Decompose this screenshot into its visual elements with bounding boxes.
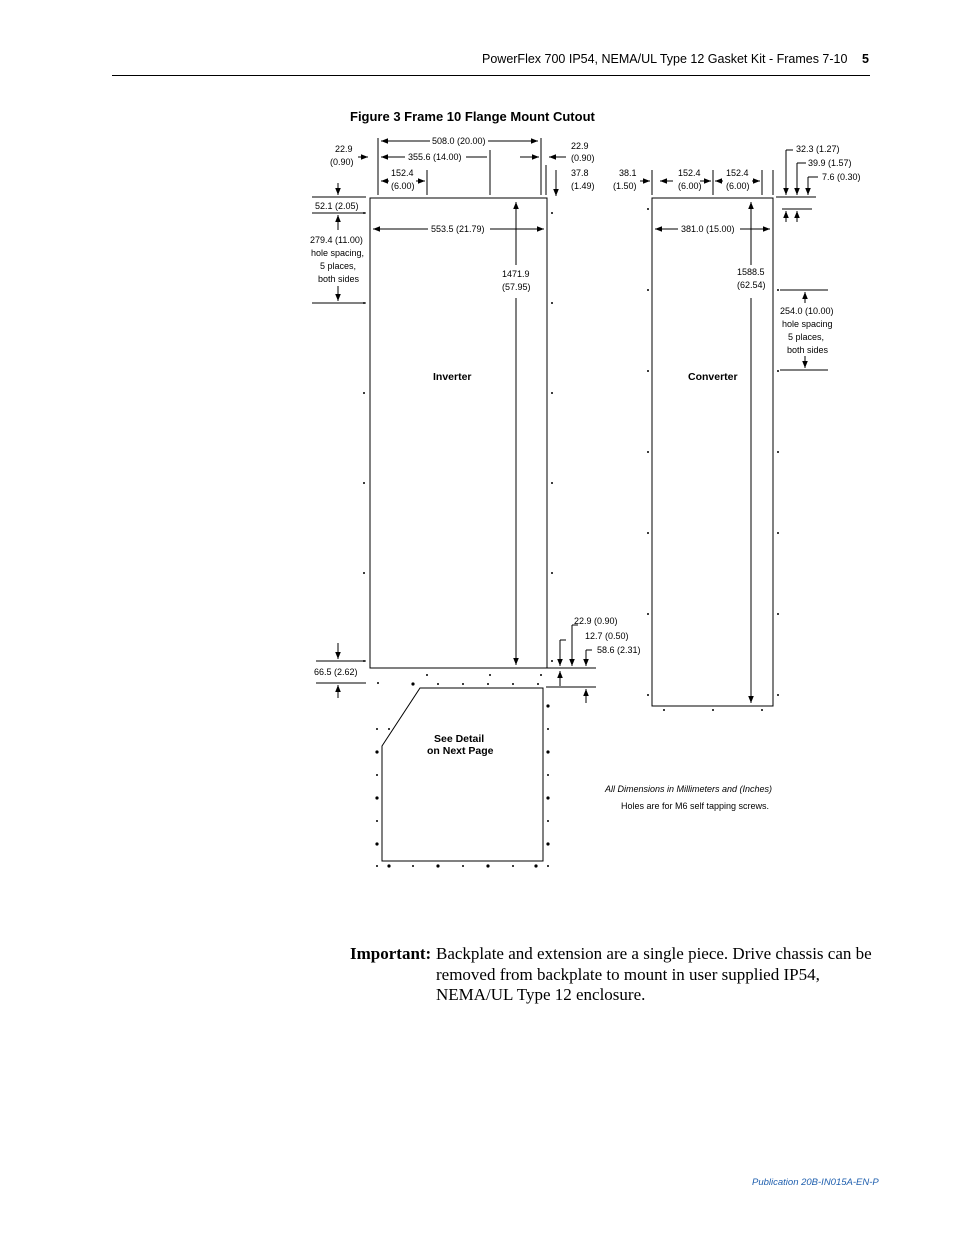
dim-254-line1: 254.0 (10.00) [780, 306, 834, 316]
dim-254-line2: hole spacing [782, 319, 833, 329]
label-detail-line2: on Next Page [427, 745, 494, 757]
figure-title: Figure 3 Frame 10 Flange Mount Cutout [350, 109, 595, 124]
header-title: PowerFlex 700 IP54, NEMA/UL Type 12 Gask… [482, 52, 848, 66]
dim-279-4-line2: hole spacing, [311, 248, 364, 258]
dim-22-9-right-in: (0.90) [571, 153, 595, 163]
dim-37-8-in: (1.49) [571, 181, 595, 191]
header-rule [112, 75, 870, 76]
dim-1588-5-in: (62.54) [737, 280, 766, 290]
dim-279-4-line4: both sides [318, 274, 360, 284]
dim-381-0: 381.0 (15.00) [681, 224, 735, 234]
dim-508: 508.0 (20.00) [432, 136, 486, 146]
important-text: Backplate and extension are a single pie… [436, 944, 872, 1004]
dim-22-9-bottom: 22.9 (0.90) [574, 616, 618, 626]
dim-39-9: 39.9 (1.57) [808, 158, 852, 168]
dim-152-4-c-mm: 152.4 [726, 168, 749, 178]
dim-279-4-line1: 279.4 (11.00) [310, 235, 363, 245]
dim-1471-9-mm: 1471.9 [502, 269, 530, 279]
dim-254-line4: both sides [787, 345, 829, 355]
note-holes: Holes are for M6 self tapping screws. [621, 801, 769, 811]
label-detail-line1: See Detail [434, 733, 484, 745]
label-inverter: Inverter [433, 371, 472, 383]
important-label: Important: [350, 944, 432, 963]
dim-58-6: 58.6 (2.31) [597, 645, 641, 655]
dim-22-9-right-mm: 22.9 [571, 141, 589, 151]
dim-38-1-in: (1.50) [613, 181, 637, 191]
extension-outline [381, 687, 544, 862]
label-converter: Converter [688, 371, 738, 383]
dim-152-4-a-mm: 152.4 [391, 168, 414, 178]
dim-152-4-c-in: (6.00) [726, 181, 750, 191]
dim-1471-9-in: (57.95) [502, 282, 531, 292]
dim-52-1: 52.1 (2.05) [315, 201, 359, 211]
note-units: All Dimensions in Millimeters and (Inche… [604, 784, 772, 794]
dim-22-9-left-in: (0.90) [330, 157, 354, 167]
dim-152-4-a-in: (6.00) [391, 181, 415, 191]
dim-37-8-mm: 37.8 [571, 168, 589, 178]
converter-outline [651, 197, 774, 707]
dim-32-3: 32.3 (1.27) [796, 144, 840, 154]
dim-22-9-left-mm: 22.9 [335, 144, 353, 154]
dim-254-line3: 5 places, [788, 332, 824, 342]
dim-66-5: 66.5 (2.62) [314, 667, 358, 677]
publication-number: Publication 20B-IN015A-EN-P [752, 1177, 879, 1188]
dim-279-4-line3: 5 places, [320, 261, 356, 271]
dim-7-6: 7.6 (0.30) [822, 172, 861, 182]
dim-12-7: 12.7 (0.50) [585, 631, 629, 641]
page-number: 5 [862, 52, 869, 66]
dim-553-5: 553.5 (21.79) [431, 224, 485, 234]
inverter-outline [369, 197, 548, 669]
dim-355: 355.6 (14.00) [408, 152, 462, 162]
dim-152-4-b-in: (6.00) [678, 181, 702, 191]
dim-1588-5-mm: 1588.5 [737, 267, 765, 277]
dim-152-4-b-mm: 152.4 [678, 168, 701, 178]
dim-38-1-mm: 38.1 [619, 168, 637, 178]
